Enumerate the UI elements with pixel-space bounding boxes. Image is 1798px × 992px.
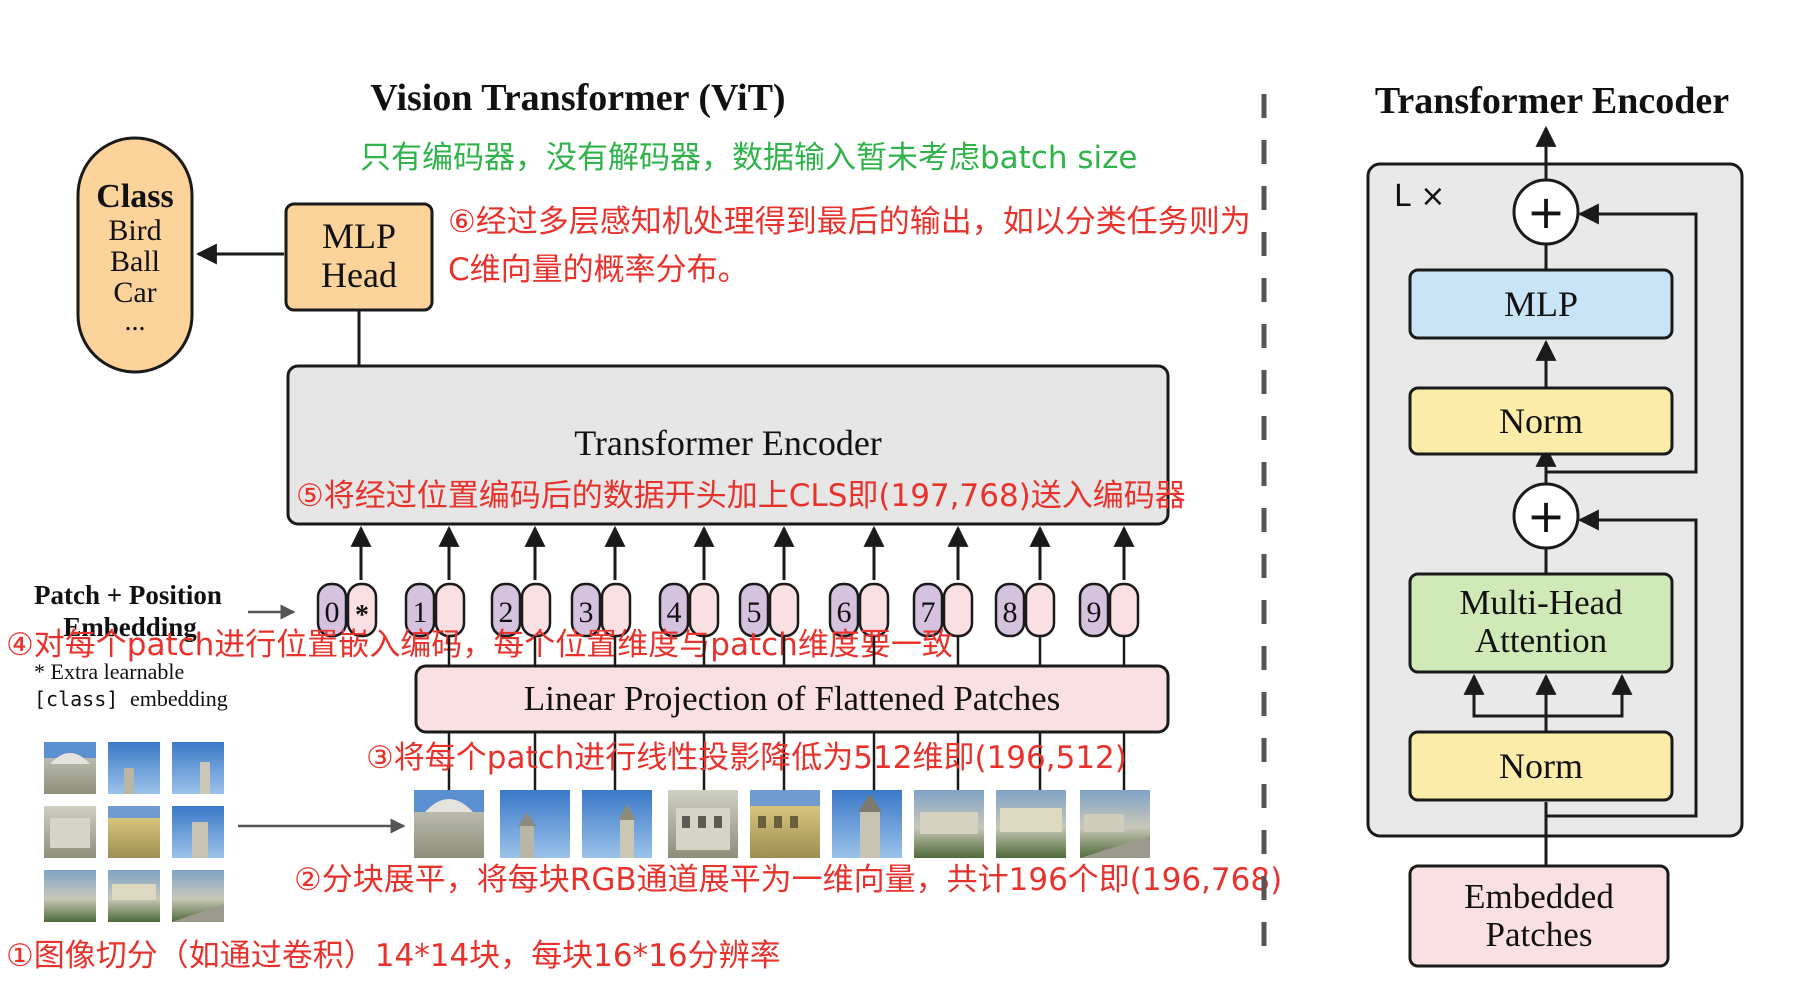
attention-label-line2: Attention	[1475, 621, 1607, 660]
token-1-index: 1	[413, 596, 428, 629]
token-5-index: 5	[747, 596, 762, 629]
class-output-box: Class Bird Ball Car ...	[76, 136, 194, 374]
attention-value-arrow	[1546, 673, 1633, 718]
token-9: 9	[1078, 582, 1140, 638]
token-6: 6	[828, 582, 890, 638]
embedded-patches-box: Embedded Patches	[1408, 864, 1670, 968]
residual-connection-attention	[1546, 509, 1698, 818]
image-patch-grid	[44, 742, 224, 922]
plus-icon-top: +	[1527, 185, 1566, 239]
encoder-norm-bottom: Norm	[1408, 730, 1674, 802]
token-8-index: 8	[1003, 596, 1018, 629]
token-0: 0 *	[316, 582, 378, 638]
extra-learnable-note: * Extra learnable	[34, 659, 184, 684]
class-heading: Class	[96, 178, 173, 215]
grid-patch-5	[108, 806, 160, 858]
embedding-tokens: 0 * 1 2 3 4 5	[316, 582, 1140, 638]
flat-patch-1	[414, 790, 484, 858]
class-token-marker: *	[355, 600, 369, 631]
attention-label-line1: Multi-Head	[1459, 583, 1623, 622]
grid-patch-6	[172, 806, 224, 858]
attention-query-arrow	[1463, 673, 1548, 732]
annotation-step4: ④对每个patch进行位置嵌入编码，每个位置维度与patch维度要一致	[6, 627, 953, 663]
patch-position-label-line2: Embedding	[63, 612, 197, 642]
embedding-note: embedding	[130, 686, 228, 711]
vit-encoder-label: Transformer Encoder	[574, 423, 882, 463]
encoder-norm-top-label: Norm	[1499, 401, 1583, 441]
annotation-encoder-only: 只有编码器，没有解码器，数据输入暂未考虑batch size	[360, 140, 1137, 176]
flat-patch-8	[996, 790, 1066, 858]
annotation-step6-line2: C维向量的概率分布。	[448, 252, 749, 288]
embedded-patches-line2: Patches	[1486, 915, 1593, 954]
grid-patch-9	[172, 870, 224, 922]
token-4: 4	[658, 582, 720, 638]
class-item-ellipsis: ...	[125, 306, 146, 337]
flat-patch-6	[832, 790, 902, 858]
grid-patch-2	[108, 742, 160, 794]
patch-position-label-line1: Patch + Position	[34, 580, 222, 610]
token-9-index: 9	[1087, 596, 1102, 629]
annotation-step5: ⑤将经过位置编码后的数据开头加上CLS即(197,768)送入编码器	[296, 478, 1186, 514]
class-item-ball: Ball	[110, 245, 160, 278]
mlp-head-line2: Head	[321, 255, 397, 295]
projection-connectors	[447, 636, 1126, 668]
plus-icon-middle: +	[1527, 489, 1566, 543]
annotation-step2: ②分块展平，将每块RGB通道展平为一维向量，共计196个即(196,768)	[294, 862, 1282, 898]
mlp-head-line1: MLP	[322, 216, 396, 256]
flat-patch-9	[1080, 790, 1150, 858]
encoder-block-title: Transformer Encoder	[1375, 80, 1729, 122]
encoder-mlp-label: MLP	[1504, 284, 1578, 324]
layer-repeat-label: L ×	[1394, 179, 1445, 214]
residual-add-middle: +	[1512, 482, 1580, 550]
flat-patch-7	[914, 790, 984, 858]
class-item-bird: Bird	[108, 214, 161, 247]
residual-add-top: +	[1512, 178, 1580, 246]
encoder-norm-top: Norm	[1408, 386, 1674, 456]
token-arrows	[350, 525, 1135, 580]
patch-connectors	[447, 732, 1126, 790]
annotation-step6-line1: ⑥经过多层感知机处理得到最后的输出，如以分类任务则为	[448, 204, 1251, 240]
token-7-index: 7	[921, 596, 936, 629]
class-item-car: Car	[113, 276, 156, 309]
grid-patch-8	[108, 870, 160, 922]
flat-patch-4	[668, 790, 738, 858]
token-4-index: 4	[667, 596, 682, 629]
grid-patch-3	[172, 742, 224, 794]
grid-patch-7	[44, 870, 96, 922]
token-0-index: 0	[325, 596, 340, 629]
token-7: 7	[912, 582, 974, 638]
annotation-step3: ③将每个patch进行线性投影降低为512维即(196,512)	[366, 740, 1127, 776]
token-3-index: 3	[579, 596, 594, 629]
flat-patch-2	[500, 790, 570, 858]
flattened-patch-row	[414, 790, 1150, 858]
grid-patch-4	[44, 806, 96, 858]
grid-patch-1	[44, 742, 96, 794]
flat-patch-5	[750, 790, 820, 858]
token-6-index: 6	[837, 596, 852, 629]
vit-transformer-encoder: Transformer Encoder	[286, 364, 1170, 526]
flat-patch-3	[582, 790, 652, 858]
linear-projection-label: Linear Projection of Flattened Patches	[524, 679, 1061, 718]
token-5: 5	[738, 582, 800, 638]
class-code-label: [class]	[34, 687, 118, 711]
token-2-index: 2	[499, 596, 514, 629]
encoder-attention-box: Multi-Head Attention	[1408, 572, 1674, 674]
embedded-patches-line1: Embedded	[1464, 877, 1614, 916]
vit-title: Vision Transformer (ViT)	[370, 77, 785, 119]
annotation-step1: ①图像切分（如通过卷积）14*14块，每块16*16分辨率	[6, 938, 781, 974]
encoder-mlp-box: MLP	[1408, 268, 1674, 340]
mlp-head-box: MLP Head	[284, 202, 434, 312]
token-3: 3	[570, 582, 632, 638]
residual-connection-mlp	[1546, 203, 1698, 474]
encoder-norm-bottom-label: Norm	[1499, 746, 1583, 786]
token-8: 8	[994, 582, 1056, 638]
token-1: 1	[404, 582, 466, 638]
linear-projection-box: Linear Projection of Flattened Patches	[414, 664, 1170, 734]
